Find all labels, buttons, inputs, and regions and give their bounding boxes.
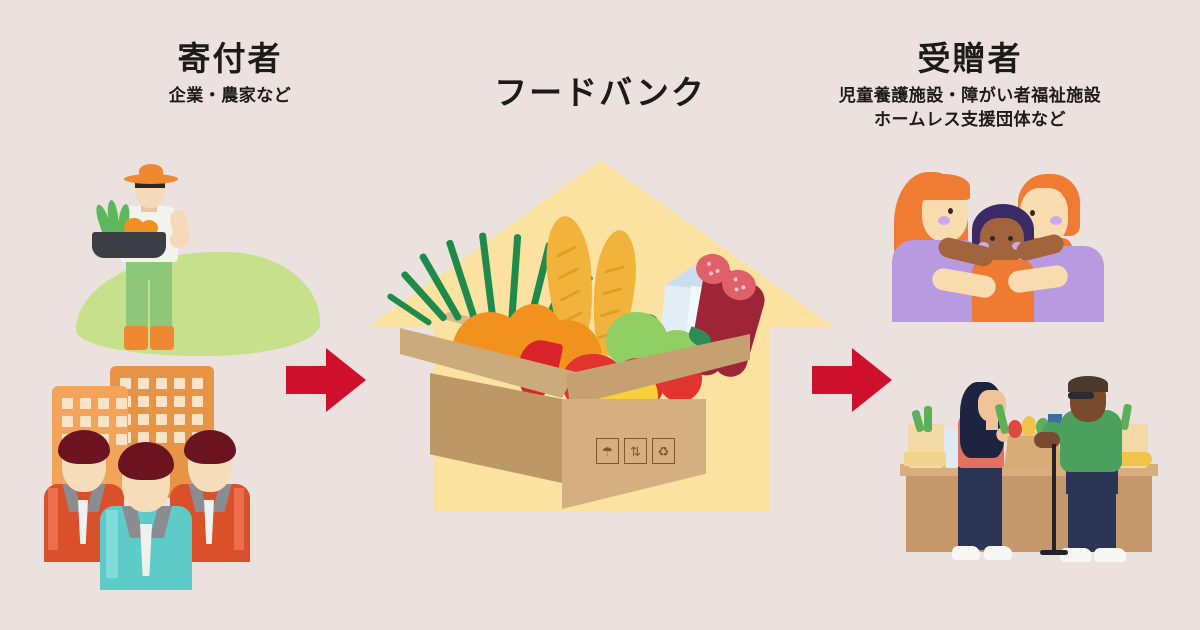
bag-greens-left-2	[924, 406, 932, 432]
family-man-eye	[1030, 210, 1035, 216]
bananas-right	[1112, 452, 1152, 466]
arrow-shaft	[812, 366, 858, 394]
arrow-shaft	[286, 366, 332, 394]
person-right-hair	[184, 430, 236, 464]
family-man-cheek	[1050, 216, 1062, 225]
family-woman-eye	[948, 208, 953, 214]
recipient-shoe-left	[1060, 548, 1092, 562]
carrot-green-4	[478, 232, 497, 325]
donor-heading-group: 寄付者 企業・農家など	[0, 38, 460, 107]
recipient-glasses	[1068, 392, 1094, 399]
person-left-hair	[58, 430, 110, 464]
farmer-hand-right	[170, 232, 185, 248]
business-donors-illustration	[22, 358, 282, 590]
recipient-hair	[1068, 376, 1108, 392]
person-right-tie	[204, 500, 214, 544]
recipient-subtitle-line-1: 児童養護施設・障がい者福祉施設	[838, 86, 1102, 106]
recipient-hand	[1034, 432, 1060, 448]
arrow-right-icon-foodbank-to-recipient	[812, 348, 892, 412]
person-center-hair	[118, 442, 174, 480]
arrow-head	[326, 348, 366, 412]
recipient-shoe-right	[1094, 548, 1126, 562]
recipient-title: 受贈者	[917, 40, 1023, 77]
donor-subtitle-line-1: 企業・農家など	[168, 86, 292, 106]
food-donation-box-illustration: ☂ ⇅ ♻	[386, 208, 800, 518]
volunteer-shoe-right	[984, 546, 1012, 560]
box-shipping-marks: ☂ ⇅ ♻	[596, 438, 675, 464]
fragile-glass-icon: ♻	[652, 438, 675, 464]
person-left-suit-highlight	[48, 488, 58, 550]
foodbank-heading-group: フードバンク	[370, 72, 830, 113]
basket-veg-1	[124, 218, 144, 236]
farmer-boot-right	[150, 326, 174, 350]
volunteer-neck	[986, 420, 998, 430]
recipient-heading-group: 受贈者 児童養護施設・障がい者福祉施設 ホームレス支援団体など	[740, 38, 1200, 130]
donor-title: 寄付者	[177, 40, 283, 77]
handover-box-apple	[1008, 420, 1022, 438]
walking-cane	[1052, 444, 1056, 554]
family-child-eye-right	[1008, 236, 1013, 241]
arrow-right-icon-donor-to-foodbank	[286, 348, 366, 412]
person-center-suit-highlight	[106, 510, 118, 578]
business-person-center	[96, 432, 200, 590]
person-center-tie	[140, 524, 152, 576]
family-woman-cheek	[938, 216, 950, 225]
person-right-suit-highlight	[234, 488, 244, 550]
volunteer-leg-left	[958, 476, 980, 550]
farmer-basket	[92, 232, 166, 258]
farmer-illustration	[40, 160, 320, 360]
donor-subtitle: 企業・農家など	[0, 85, 460, 106]
person-left-tie	[78, 500, 88, 544]
volunteer-shoe-left	[952, 546, 980, 560]
cane-base	[1040, 550, 1068, 555]
farmer-hat-brim	[124, 174, 178, 184]
bottle-left	[944, 430, 960, 468]
grass-blob	[76, 252, 320, 356]
recipient-subtitle: 児童養護施設・障がい者福祉施設 ホームレス支援団体など	[740, 85, 1200, 130]
foodbank-title: フードバンク	[494, 74, 706, 111]
umbrella-keep-dry-icon: ☂	[596, 438, 619, 464]
recipient-subtitle-line-2: ホームレス支援団体など	[874, 109, 1066, 129]
arrow-head	[852, 348, 892, 412]
farmer-boot-left	[124, 326, 148, 350]
volunteer-leg-right	[980, 476, 1002, 550]
family-child-eye-left	[990, 236, 995, 241]
this-side-up-icon: ⇅	[624, 438, 647, 464]
food-distribution-illustration	[900, 368, 1160, 578]
family-woman-fringe	[918, 174, 970, 200]
handover-box-fruit	[1022, 416, 1036, 436]
eggs-tray	[904, 452, 946, 466]
family-hug-illustration	[890, 162, 1140, 322]
